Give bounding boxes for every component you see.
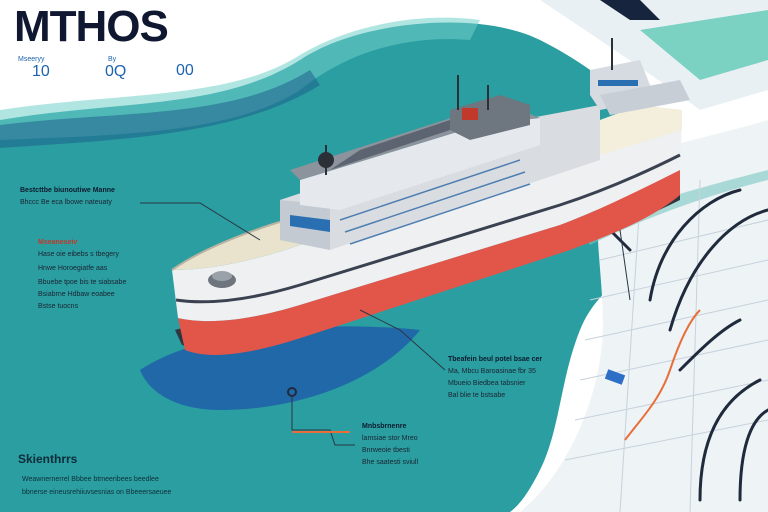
bottom-left-line-1: Weawnernerrel Bbbee btmeeribees beedlee — [22, 476, 159, 483]
stat-2-value: 0Q — [105, 63, 127, 80]
annotation-bottom-mid-2: lamsiae stor Mreo — [362, 435, 418, 442]
annotation-mid-left-heading: Mseaneseiv — [38, 239, 78, 246]
stat-1-label: Mseeryy — [18, 56, 45, 63]
orange-line — [624, 309, 701, 441]
annotation-mid-right-2: Ma, Mbcu Baroasinae fbr 35 — [448, 368, 536, 375]
annotation-mid-left-3: Bbuebe tpoe bis te siabsabe — [38, 279, 127, 286]
bridge-windows — [290, 215, 330, 232]
dock-marker — [604, 369, 626, 385]
dock-grid — [564, 179, 768, 512]
bow-winch-top — [212, 271, 232, 281]
sea-band-dark — [0, 70, 320, 148]
annotation-mid-left-5: Bstse tuocns — [38, 303, 79, 310]
annotation-dot — [287, 387, 297, 397]
funnel — [450, 95, 530, 140]
pier-top-edge — [600, 0, 660, 20]
page-title: MTHOS — [14, 2, 169, 51]
hull-red — [178, 170, 680, 355]
bottom-left-heading: Skienthrrs — [18, 452, 78, 466]
annotation-mid-left-4: Bsiabrne Hdbaw eoabee — [38, 291, 115, 298]
annotation-bottom-mid-1: Mnbsbrnenre — [362, 423, 407, 430]
stat-2-label: By — [108, 56, 117, 63]
annotation-mid-right-3: Mbueio Biedbea tabsnier — [448, 380, 526, 387]
dock-area — [520, 120, 768, 512]
sea-band-light — [0, 17, 480, 140]
annotation-mid-left-1: Hase oie eibebs s tbegery — [38, 251, 119, 258]
red-box — [462, 108, 478, 120]
stern-window — [598, 80, 638, 86]
stat-1-value: 10 — [32, 63, 50, 80]
hull-stripe — [175, 153, 681, 304]
stern-bridge — [600, 80, 690, 115]
stat-3-value: 00 — [176, 62, 194, 79]
annotation-bottom-mid-3: Bnrweoie tbesti — [362, 447, 410, 454]
annotation-mid-left-2: Hnwe Horoegiatfe aas — [38, 265, 108, 272]
window-rows — [339, 159, 531, 245]
annotation-top-left-2: Bhccc Be eca lbowe nateuaty — [20, 199, 112, 206]
annotation-bottom-mid-4: Bhe saatesti sviull — [362, 459, 419, 466]
pier-green — [640, 10, 768, 80]
bridge-level — [300, 118, 540, 210]
deck-edge — [171, 134, 561, 271]
rail-lines — [608, 188, 768, 502]
bottom-left-line-2: bbnerse eineusrehiiuvsesnias on Bbeeersa… — [22, 489, 172, 496]
annotation-mid-right-1: Tbeafein beul potel bsae cer — [448, 356, 543, 363]
annotation-mid-right-4: Bal blie te bstsabe — [448, 392, 506, 399]
radar — [318, 152, 334, 168]
annotation-top-left-1: Bestcttbe biunoutiwe Manne — [20, 187, 115, 194]
annotation-lines — [140, 202, 631, 446]
